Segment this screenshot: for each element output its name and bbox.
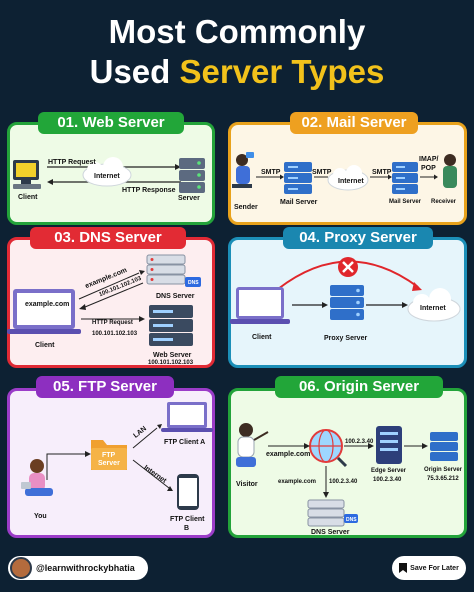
smtp-label-3: SMTP	[372, 169, 392, 176]
internet-label: Internet	[420, 305, 446, 312]
query-label-2: example.com	[278, 479, 317, 485]
ip-label: 100.101.102.103	[92, 331, 138, 337]
smtp-label-2: SMTP	[312, 169, 332, 176]
dns-badge-label: DNS	[346, 517, 357, 523]
dns-server-label: DNS Server	[156, 293, 195, 300]
server-label: Server	[178, 195, 200, 202]
ftp-folder-server-icon	[91, 440, 127, 470]
receiver-person-icon	[443, 154, 457, 188]
client-label: Client	[35, 342, 55, 349]
web-server-icon	[179, 158, 205, 193]
save-for-later-button[interactable]: Save For Later	[392, 556, 466, 580]
origin-server-icon	[430, 432, 458, 461]
client-computer-icon	[13, 160, 41, 189]
web-diagram	[13, 157, 205, 193]
you-person-icon	[21, 459, 53, 496]
ftp-server-label-2: Server	[98, 460, 120, 467]
proxy-server-tag: 04. Proxy Server	[283, 227, 433, 249]
http-request-label: HTTP Request	[48, 159, 96, 166]
dns-badge-label: DNS	[188, 280, 199, 286]
page-title: Most Commonly Used Server Types	[0, 12, 474, 92]
web-server-tag: 01. Web Server	[38, 112, 184, 134]
mail-server-2-icon	[392, 162, 418, 194]
ftp-client-b-label-1: FTP Client	[170, 516, 205, 523]
mail-diagram	[232, 152, 457, 194]
http-request-label: HTTP Request	[92, 320, 133, 326]
dns-server-tag: 03. DNS Server	[30, 227, 186, 249]
web-server-ip-label: 100.101.102.103	[148, 360, 194, 366]
screen-url-label: example.com	[25, 301, 70, 308]
web-server-icon	[149, 305, 193, 346]
visitor-label: Visitor	[236, 481, 258, 488]
client-laptop-icon	[7, 289, 81, 334]
avatar	[10, 557, 32, 579]
client-label: Client	[252, 334, 272, 341]
internet-cloud-icon	[327, 165, 369, 191]
mail-server-1-icon	[284, 162, 312, 194]
handle-label: @learnwithrockybhatia	[36, 563, 135, 573]
title-plain: Used	[89, 53, 180, 90]
title-accent: Server Types	[179, 53, 385, 90]
ftp-diagram	[21, 402, 213, 510]
edge-ip-label: 100.2.3.40	[373, 477, 402, 483]
author-handle[interactable]: @learnwithrockybhatia	[8, 556, 148, 580]
proxy-server-label: Proxy Server	[324, 335, 368, 342]
internet-cloud-icon	[407, 288, 461, 322]
internet-label: Internet	[338, 178, 364, 185]
mail-server-tag: 02. Mail Server	[290, 112, 418, 134]
ip-label-2: 100.2.3.40	[329, 479, 358, 485]
edge-server-icon	[376, 426, 402, 464]
web-server-label: Web Server	[153, 352, 192, 359]
dns-server-icon	[307, 499, 358, 527]
ftp-client-a-icon	[161, 402, 213, 432]
edge-server-label: Edge Server	[371, 468, 407, 474]
you-label: You	[34, 513, 47, 520]
ftp-client-a-label: FTP Client A	[164, 439, 206, 446]
title-line-1: Most Commonly	[108, 13, 366, 50]
mail-server-label-2: Mail Server	[389, 199, 422, 205]
client-laptop-icon	[230, 287, 290, 324]
pop-label: POP	[421, 165, 436, 172]
imap-label: IMAP/	[419, 156, 439, 163]
title-line-2: Used Server Types	[0, 52, 474, 92]
blocked-icon	[338, 257, 358, 277]
globe-search-icon	[309, 429, 348, 468]
smtp-label-1: SMTP	[261, 169, 281, 176]
http-response-label: HTTP Response	[122, 187, 176, 194]
ftp-server-tag: 05. FTP Server	[36, 376, 174, 398]
client-label: Client	[18, 194, 38, 201]
ftp-client-b-label-2: B	[184, 525, 190, 532]
origin-server-label: Origin Server	[424, 467, 463, 473]
proxy-server-icon	[330, 285, 364, 320]
internet-label: Internet	[94, 173, 120, 180]
sender-label: Sender	[234, 204, 258, 211]
origin-server-tag: 06. Origin Server	[275, 376, 443, 398]
ip-label-1: 100.2.3.40	[345, 439, 374, 445]
visitor-person-icon	[236, 423, 269, 467]
origin-ip-label: 75.3.65.212	[427, 476, 459, 482]
save-label: Save For Later	[410, 564, 459, 572]
dns-server-icon	[146, 254, 201, 287]
sender-person-icon	[232, 152, 254, 188]
dns-server-label: DNS Server	[311, 529, 350, 536]
internet-cloud-icon	[82, 157, 132, 187]
origin-diagram	[236, 423, 458, 527]
proxy-diagram	[230, 257, 461, 324]
ftp-client-b-icon	[177, 474, 199, 510]
query-label: example.com	[266, 451, 311, 458]
receiver-label: Receiver	[431, 199, 457, 205]
mail-server-label-1: Mail Server	[280, 199, 318, 206]
ftp-server-label-1: FTP	[102, 452, 116, 459]
dns-diagram	[7, 254, 201, 346]
bookmark-icon	[399, 563, 408, 573]
